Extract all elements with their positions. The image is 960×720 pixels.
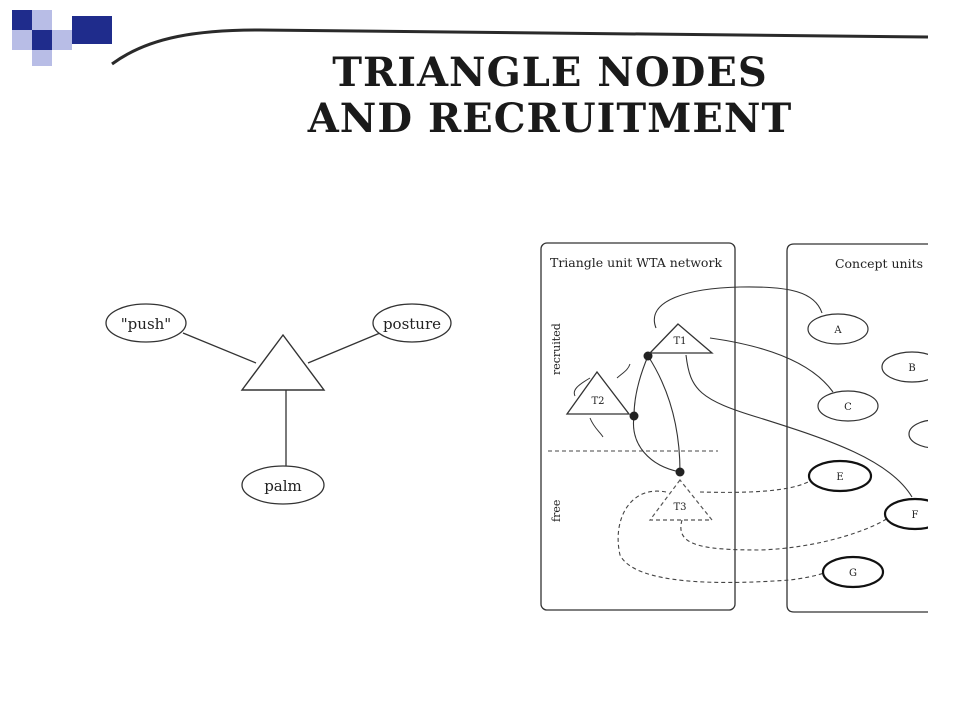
- junction-dot: [629, 411, 639, 421]
- corner-square-light: [12, 30, 32, 50]
- junction-dot: [643, 351, 653, 361]
- link-t1-a: [653, 286, 823, 329]
- t2-stub-2: [589, 417, 604, 438]
- label-recruited: recruited: [550, 323, 563, 375]
- node-push: [105, 303, 187, 343]
- edge-push: [182, 332, 257, 364]
- slide-title: TRIANGLE NODES AND RECRUITMENT: [230, 50, 870, 142]
- edge-posture: [307, 332, 381, 364]
- concept-c: [817, 390, 879, 422]
- link-t3-g: [617, 490, 825, 584]
- triangle-t1: [648, 323, 714, 354]
- right-crop-mask: [928, 200, 960, 630]
- node-palm-label: palm: [264, 477, 302, 495]
- corner-square-dark: [72, 16, 112, 44]
- t2-stub-3: [616, 363, 631, 379]
- corner-square-light: [52, 30, 72, 50]
- triangle-t3-label: T3: [673, 502, 686, 513]
- page-curve: [111, 28, 929, 66]
- link-t2-t3: [632, 415, 681, 473]
- concept-a-label: A: [833, 325, 842, 336]
- link-junction-t2: [633, 355, 649, 417]
- t2-stub-1: [573, 377, 591, 397]
- triangle-t3: [648, 479, 714, 521]
- link-junction-t3: [647, 355, 681, 473]
- title-line-1: TRIANGLE NODES: [332, 49, 768, 96]
- title-line-2: AND RECRUITMENT: [307, 95, 793, 142]
- concept-a: [807, 313, 869, 345]
- corner-square-dark: [12, 10, 32, 30]
- concept-g: [821, 555, 885, 589]
- concept-e: [807, 459, 873, 493]
- corner-square-dark: [32, 30, 52, 50]
- label-free: free: [550, 500, 563, 522]
- node-push-label: "push": [121, 315, 171, 333]
- concept-c-label: C: [844, 402, 852, 413]
- node-posture-label: posture: [383, 315, 441, 333]
- concept-panel-title: Concept units: [835, 256, 923, 271]
- node-palm: [241, 465, 325, 505]
- corner-square-light: [32, 10, 52, 30]
- link-t3-e: [699, 479, 813, 493]
- concept-e-label: E: [836, 472, 843, 483]
- link-t1-f: [685, 354, 913, 498]
- wta-panel: [540, 242, 736, 611]
- node-posture: [372, 303, 452, 343]
- triangle-t2-label: T2: [591, 396, 604, 407]
- junction-dot: [675, 467, 685, 477]
- link-t1-c: [709, 337, 834, 393]
- concept-b-label: B: [908, 363, 915, 374]
- triangle-node: [240, 333, 326, 391]
- wta-panel-title: Triangle unit WTA network: [550, 255, 722, 270]
- triangle-t1-label: T1: [673, 336, 686, 347]
- triangle-t2: [565, 370, 631, 415]
- concept-g-label: G: [849, 568, 857, 579]
- link-t3-f: [680, 517, 889, 551]
- concept-panel: [786, 243, 928, 613]
- concept-f-label: F: [912, 510, 919, 521]
- corner-square-light: [32, 50, 52, 66]
